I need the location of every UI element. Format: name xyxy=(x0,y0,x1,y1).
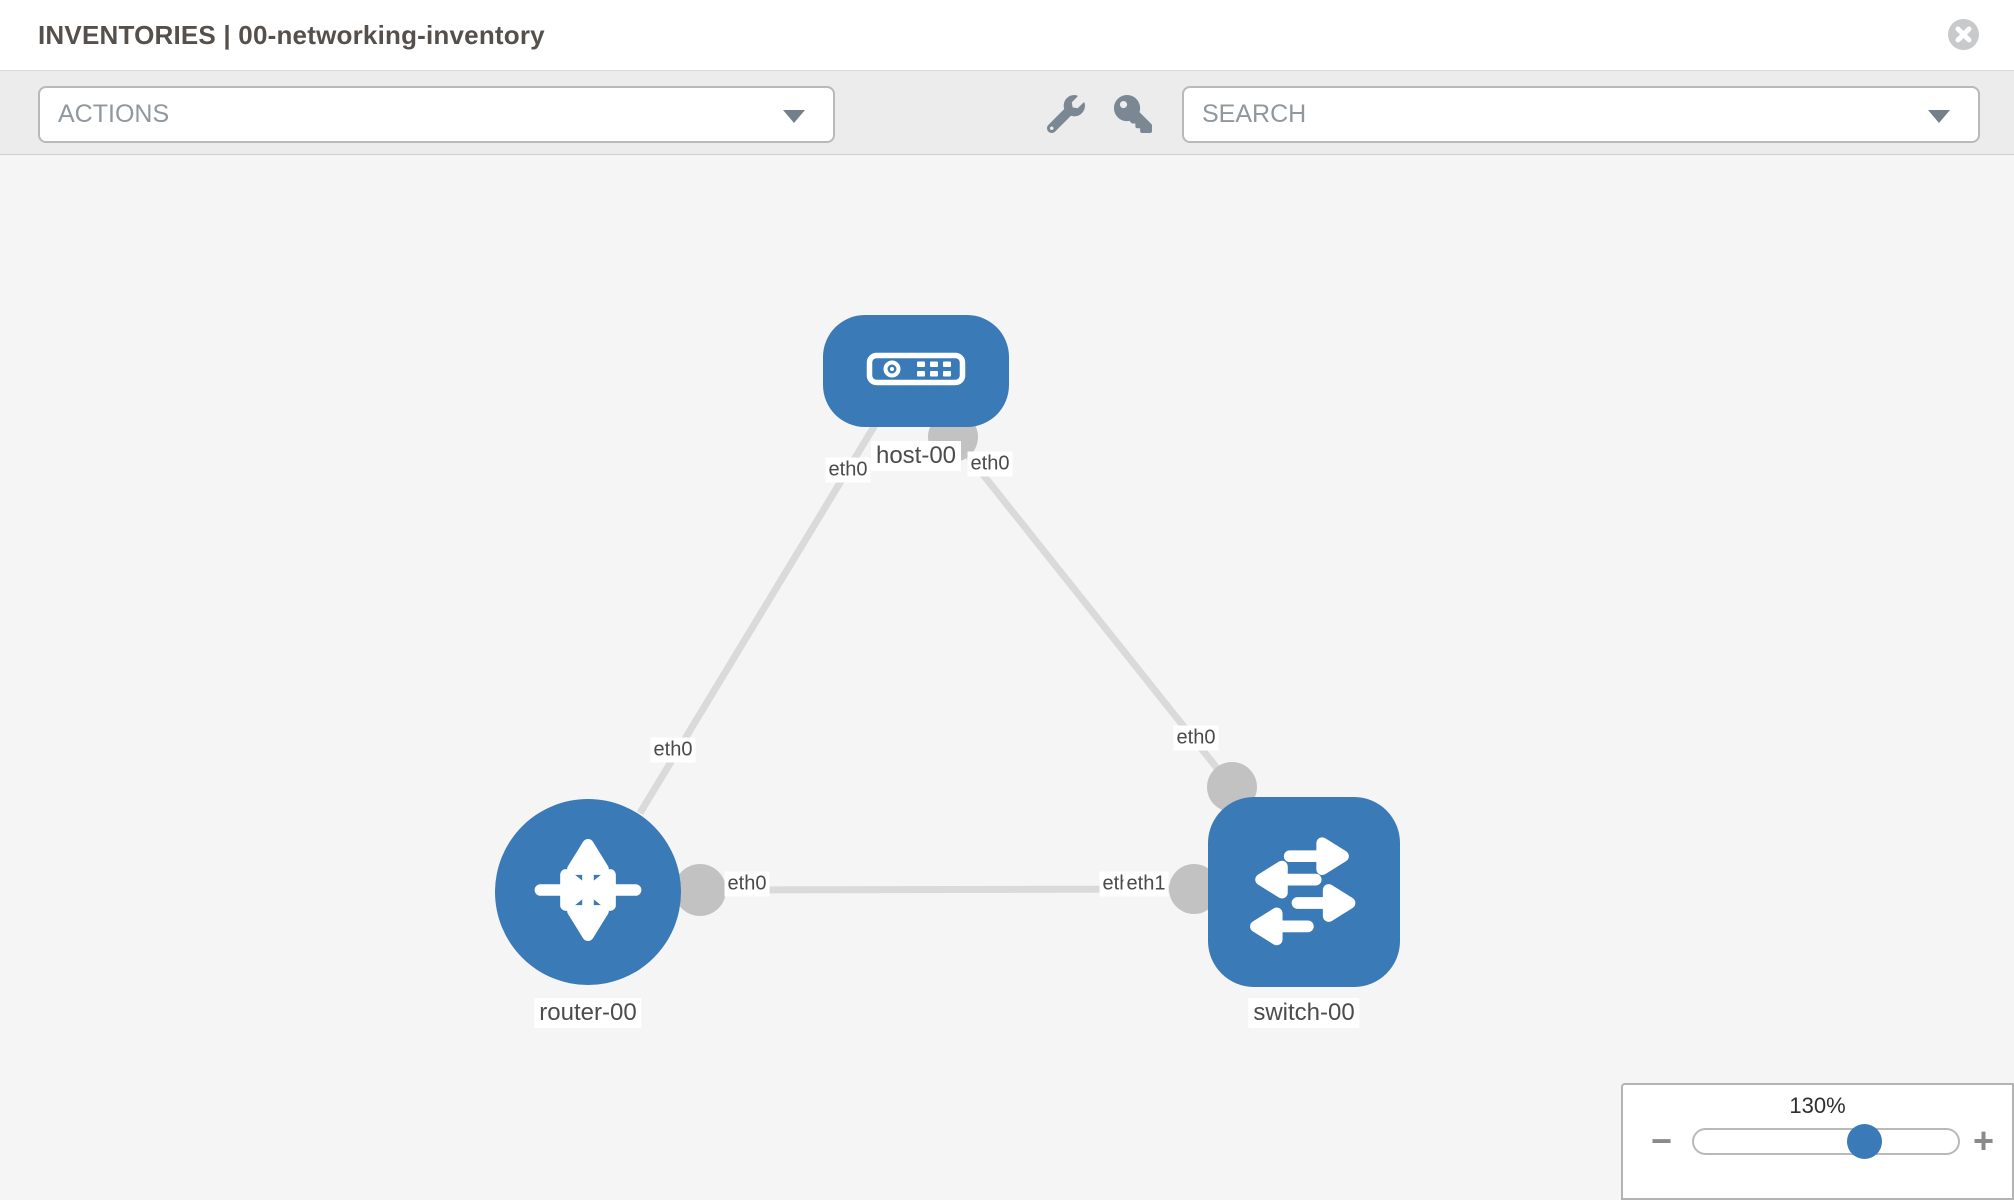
interface-label: eth1 xyxy=(1123,871,1169,897)
chevron-down-icon xyxy=(783,110,805,123)
node-label-switch-00: switch-00 xyxy=(1248,998,1360,1028)
chevron-down-icon xyxy=(1928,110,1950,123)
switch-icon xyxy=(1239,825,1369,960)
zoom-slider-thumb[interactable] xyxy=(1847,1124,1882,1159)
node-label-router-00: router-00 xyxy=(534,998,642,1028)
close-button[interactable] xyxy=(1948,19,1979,50)
node-switch-00[interactable] xyxy=(1208,797,1400,987)
key-icon xyxy=(1114,94,1152,138)
interface-label: eth0 xyxy=(1173,725,1219,751)
actions-dropdown[interactable]: ACTIONS xyxy=(38,86,835,143)
zoom-slider-track[interactable] xyxy=(1692,1128,1960,1155)
credentials-button[interactable] xyxy=(1111,94,1155,138)
zoom-panel: 130% − + xyxy=(1621,1083,2014,1200)
wrench-icon xyxy=(1046,94,1085,138)
zoom-level: 130% xyxy=(1789,1093,1846,1118)
node-router-00[interactable] xyxy=(495,799,681,985)
node-label-host-00: host-00 xyxy=(870,441,962,471)
interface-ports xyxy=(674,412,1257,916)
configure-button[interactable] xyxy=(1044,94,1088,138)
topology-canvas[interactable]: host-00 router-00 switch-00 eth0 eth0 et… xyxy=(0,155,2014,1200)
actions-dropdown-label: ACTIONS xyxy=(58,100,170,128)
page-title: INVENTORIES | 00-networking-inventory xyxy=(38,20,545,50)
search-dropdown[interactable]: SEARCH xyxy=(1182,86,1980,143)
interface-label: eth0 xyxy=(650,737,696,763)
search-dropdown-label: SEARCH xyxy=(1202,100,1307,128)
close-icon xyxy=(1948,19,1979,54)
port-switch-eth1 xyxy=(1169,864,1219,914)
port-router-eth0 xyxy=(674,864,726,916)
host-icon xyxy=(866,352,966,391)
interface-label: eth0 xyxy=(967,451,1013,477)
router-icon xyxy=(530,832,646,953)
zoom-in-button[interactable]: + xyxy=(1973,1120,1995,1161)
interface-label: eth0 xyxy=(724,871,770,897)
header: INVENTORIES | 00-networking-inventory xyxy=(0,0,2014,71)
zoom-out-button[interactable]: − xyxy=(1651,1120,1673,1161)
interface-label: eth0 xyxy=(825,457,871,483)
link-lines xyxy=(637,418,1235,894)
node-host-00[interactable] xyxy=(823,315,1009,427)
